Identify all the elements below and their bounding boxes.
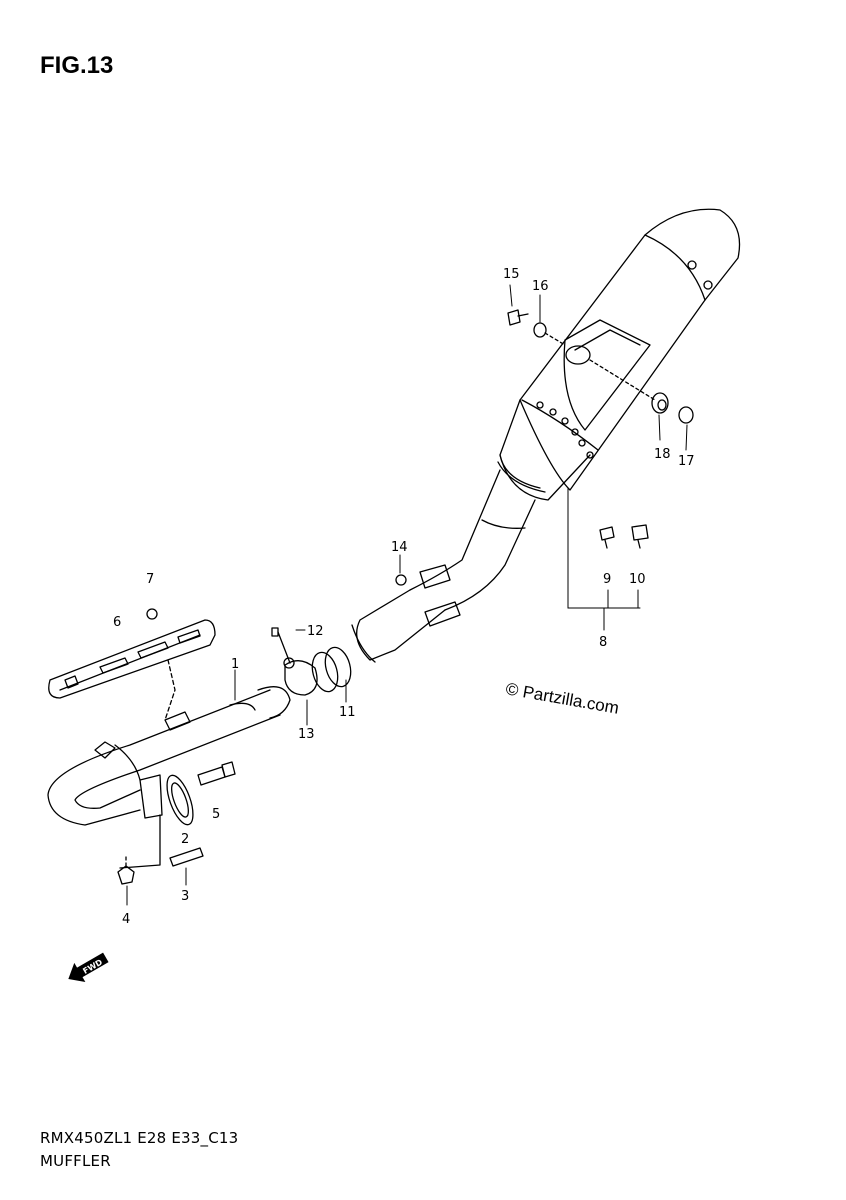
watermark: © Partzilla.com [504,679,620,718]
stud-bolt[interactable] [169,847,204,867]
callout-18: 18 [654,447,671,462]
washer-17[interactable] [678,406,694,424]
callout-4: 4 [122,912,130,927]
callout-10: 10 [629,572,646,587]
muffler-silencer[interactable] [351,208,741,663]
callout-15: 15 [503,267,520,282]
exhaust-header-pipe[interactable] [47,686,291,826]
callout-11: 11 [339,705,356,720]
callout-14: 14 [391,540,408,555]
front-arrow-icon: FWD [68,952,109,982]
callout-7: 7 [146,572,154,587]
callout-1: 1 [231,657,239,672]
callout-13: 13 [298,727,315,742]
callout-12: 12 [307,624,324,639]
callout-8: 8 [599,635,607,650]
bolt-9[interactable] [599,526,615,549]
bolt-14[interactable] [395,574,407,586]
bolt-7[interactable] [146,608,158,620]
callout-16: 16 [532,279,549,294]
gasket[interactable] [162,772,199,828]
bolt-15[interactable] [507,309,529,326]
washer-16[interactable] [533,322,547,338]
callout-5: 5 [212,807,220,822]
bolt[interactable] [197,761,236,786]
bolt-10[interactable] [631,524,649,549]
model-code: RMX450ZL1 E28 E33_C13 [40,1129,239,1147]
section-name: MUFFLER [40,1152,111,1170]
nut[interactable] [117,855,135,885]
callout-3: 3 [181,889,189,904]
clamp[interactable] [283,657,318,696]
callout-6: 6 [113,615,121,630]
gasket-ring[interactable] [308,645,355,695]
callout-labels: 1 2 3 4 5 6 7 8 9 10 11 12 13 14 15 16 1… [113,267,695,927]
clamp-bolt[interactable] [271,627,291,664]
bushing-18[interactable] [651,392,669,414]
callout-17: 17 [678,454,695,469]
heat-shield[interactable] [48,619,216,721]
figure-title: FIG.13 [40,52,114,79]
callout-9: 9 [603,572,611,587]
callout-2: 2 [181,832,189,847]
